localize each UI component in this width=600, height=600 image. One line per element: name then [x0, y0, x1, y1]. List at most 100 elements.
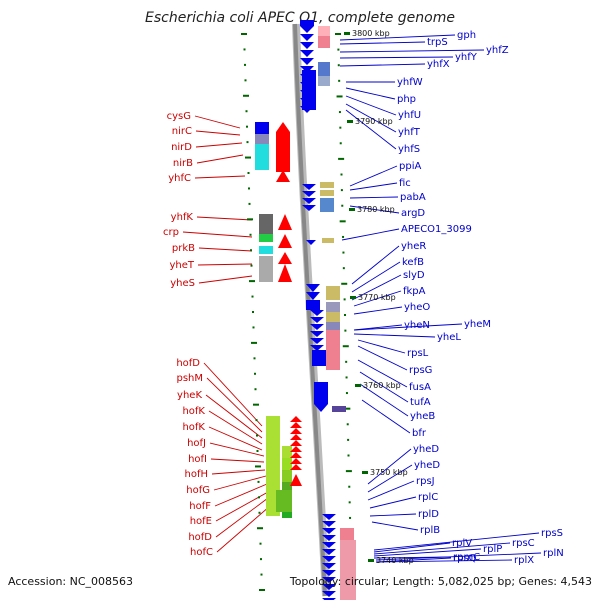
track-tick-left: [250, 249, 252, 252]
reverse-gene-arrow: [322, 570, 336, 576]
label-leader-line: [196, 216, 253, 221]
label-leader-line: [197, 263, 253, 266]
forward-gene-arrow: [278, 214, 292, 230]
track-tick-right: [348, 501, 351, 504]
kbp-scale-label: 3780 kbp: [357, 205, 395, 214]
reverse-gene-arrow: [322, 521, 336, 527]
reverse-gene-arrow: [322, 542, 336, 548]
gene-label-reverse: kefB: [402, 257, 424, 268]
kbp-tick-mark: [347, 120, 353, 123]
label-leader-line: [353, 306, 403, 315]
reverse-gene-shade: [318, 26, 330, 36]
gene-label-reverse: slyD: [403, 270, 425, 281]
kbp-tick-mark: [368, 559, 374, 562]
label-leader-line: [361, 399, 411, 434]
label-leader-line: [353, 324, 403, 331]
label-leader-line: [359, 383, 409, 417]
reverse-gene-arrow: [306, 292, 320, 300]
gene-block: [259, 214, 273, 234]
gene-block: [255, 122, 269, 134]
reverse-gene-arrow: [300, 34, 314, 41]
forward-gene-block: [282, 458, 292, 470]
track-tick-right: [349, 516, 352, 519]
accession-text: Accession: NC_008563: [8, 575, 134, 588]
label-leader-line: [208, 410, 263, 445]
reverse-gene-arrow: [310, 331, 324, 337]
label-leader-line: [359, 371, 409, 403]
reverse-gene-arrow: [322, 584, 336, 590]
label-leader-line: [214, 483, 268, 507]
gene-label-forward: nirD: [171, 142, 192, 153]
label-leader-line: [205, 394, 263, 439]
label-leader-line: [209, 442, 265, 457]
label-leader-line: [371, 521, 419, 531]
forward-gene-arrow: [290, 440, 302, 446]
reverse-gene-arrow: [310, 338, 324, 344]
track-tick-left: [251, 341, 257, 344]
gene-label-reverse: yheM: [464, 319, 491, 330]
track-tick-right: [339, 126, 342, 129]
label-leader-line: [195, 130, 241, 136]
track-tick-right: [339, 220, 346, 223]
forward-gene-block: [276, 490, 292, 512]
label-leader-line: [375, 552, 542, 561]
gene-label-reverse: rpsJ: [416, 476, 435, 487]
label-leader-line: [211, 469, 266, 475]
track-tick-left: [257, 480, 260, 483]
reverse-gene-arrow: [302, 205, 316, 211]
reverse-gene-shade: [318, 36, 330, 48]
label-leader-line: [367, 480, 415, 501]
label-leader-line: [369, 513, 417, 517]
forward-gene-arrow: [290, 458, 302, 464]
gene-shade: [320, 182, 334, 188]
track-tick-right: [345, 376, 348, 379]
gene-label-forward: nirB: [173, 158, 193, 169]
label-leader-line: [351, 245, 400, 285]
label-leader-line: [353, 290, 402, 307]
gene-shade: [326, 322, 340, 330]
reverse-gene-arrow: [300, 26, 314, 33]
gene-shade: [326, 286, 340, 300]
label-leader-line: [351, 261, 401, 293]
gene-label-reverse: yhfW: [397, 77, 423, 88]
track-tick-right: [341, 204, 344, 207]
gene-label-reverse: ppiA: [399, 161, 421, 172]
gene-shade: [326, 302, 340, 312]
gene-label-reverse: rplN: [543, 548, 564, 559]
label-leader-line: [213, 475, 267, 491]
gene-label-forward: hofH: [185, 469, 209, 480]
reverse-gene-arrow: [300, 42, 314, 49]
reverse-gene-block: [314, 382, 328, 404]
track-tick-left: [259, 589, 265, 591]
reverse-gene-arrow: [322, 535, 336, 541]
track-tick-left: [250, 264, 253, 267]
label-leader-line: [367, 448, 412, 485]
forward-gene-arrow: [290, 452, 302, 458]
gene-block: [255, 144, 269, 170]
track-tick-left: [260, 558, 262, 561]
gene-label-reverse: fusA: [409, 382, 431, 393]
gene-label-reverse: yheD: [414, 460, 440, 471]
gene-shade: [322, 238, 334, 243]
gene-label-reverse: yhfY: [455, 52, 478, 63]
kbp-tick-mark: [355, 384, 361, 387]
label-leader-line: [349, 196, 399, 199]
gene-label-reverse: yheN: [404, 320, 430, 331]
gene-label-reverse: yhfT: [398, 127, 421, 138]
label-leader-line: [198, 247, 253, 252]
kbp-tick-mark: [362, 471, 368, 474]
label-leader-line: [208, 426, 263, 451]
gene-label-forward: yhfC: [168, 173, 191, 184]
gene-shade: [320, 190, 334, 196]
track-tick-left: [252, 311, 254, 313]
label-leader-lines: [182, 34, 542, 563]
forward-gene-arrow: [290, 446, 302, 452]
reverse-gene-arrow: [310, 324, 324, 330]
label-leader-line: [349, 182, 398, 191]
gene-shade: [326, 330, 340, 370]
label-leader-line: [349, 205, 400, 214]
track-tick-left: [244, 79, 247, 82]
genome-stats-text: Topology: circular; Length: 5,082,025 bp…: [289, 575, 592, 588]
reverse-gene-arrow: [310, 310, 324, 316]
track-tick-left: [243, 48, 246, 51]
